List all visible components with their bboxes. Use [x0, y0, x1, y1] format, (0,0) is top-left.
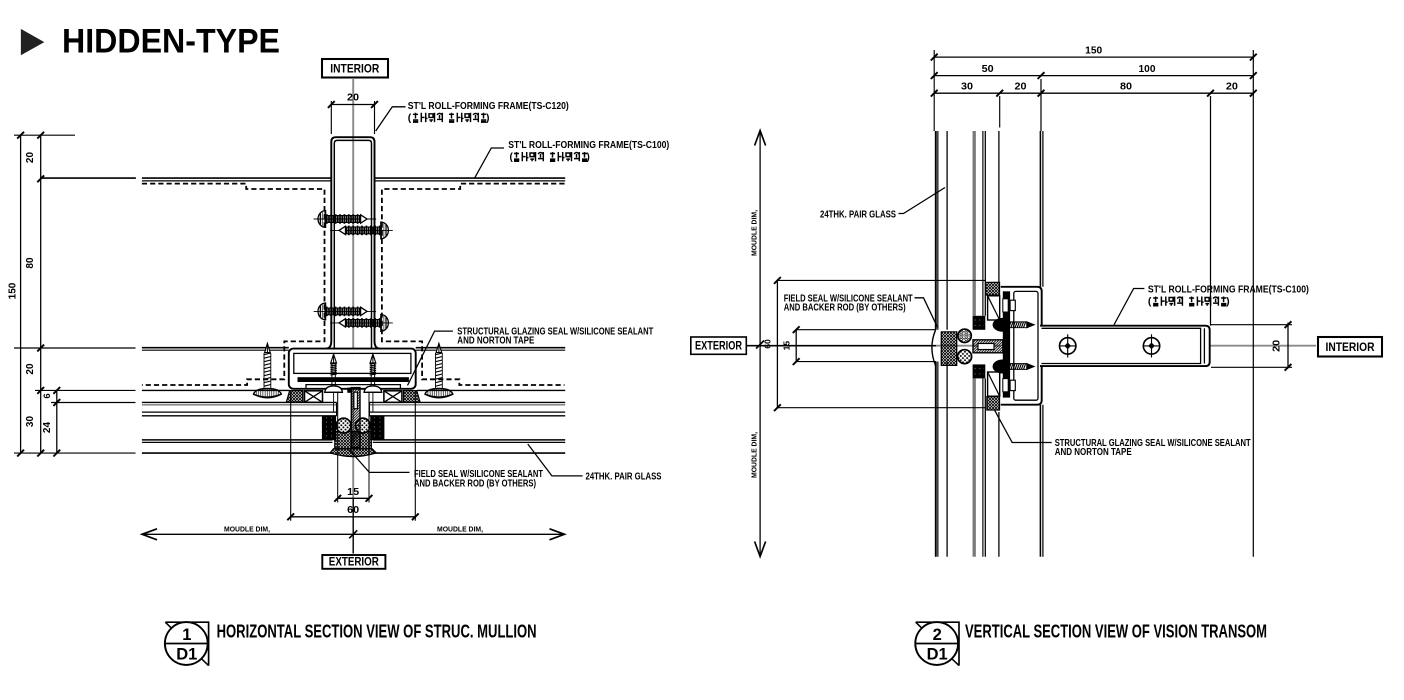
svg-text:): ) — [1226, 296, 1230, 308]
svg-text:ST'L ROLL-FORMING FRAME(TS-C10: ST'L ROLL-FORMING FRAME(TS-C100) — [508, 140, 669, 151]
svg-text:50: 50 — [982, 64, 994, 75]
svg-text:HORIZONTAL SECTION VIEW OF STR: HORIZONTAL SECTION VIEW OF STRUC. MULLIO… — [217, 622, 537, 642]
svg-text:30: 30 — [25, 416, 36, 428]
svg-text:60: 60 — [347, 505, 359, 516]
svg-text:24THK. PAIR GLASS: 24THK. PAIR GLASS — [586, 471, 662, 482]
svg-text:FIELD SEAL W/SILICONE SEALANT: FIELD SEAL W/SILICONE SEALANT — [784, 293, 913, 304]
svg-text:20: 20 — [1226, 81, 1238, 92]
svg-text:INTERIOR: INTERIOR — [330, 61, 379, 75]
svg-text:(: ( — [510, 152, 514, 163]
svg-text:80: 80 — [25, 257, 36, 269]
svg-text:ST'L ROLL-FORMING FRAME(TS-C10: ST'L ROLL-FORMING FRAME(TS-C100) — [1148, 285, 1309, 296]
svg-text:STRUCTURAL GLAZING SEAL W/SILI: STRUCTURAL GLAZING SEAL W/SILICONE SEALA… — [1055, 438, 1251, 449]
svg-text:D1: D1 — [176, 646, 197, 664]
svg-text:): ) — [486, 112, 490, 124]
svg-text:24THK. PAIR GLASS: 24THK. PAIR GLASS — [820, 210, 896, 221]
svg-text:20: 20 — [347, 93, 359, 104]
svg-text:MOUDLE DIM,: MOUDLE DIM, — [750, 210, 759, 256]
svg-text:100: 100 — [1139, 64, 1156, 75]
svg-text:20: 20 — [1272, 339, 1283, 351]
svg-text:STRUCTURAL GLAZING SEAL W/SILI: STRUCTURAL GLAZING SEAL W/SILICONE SEALA… — [457, 327, 653, 338]
svg-text:HIDDEN-TYPE: HIDDEN-TYPE — [62, 22, 280, 60]
svg-text:20: 20 — [25, 363, 36, 375]
svg-text:15: 15 — [347, 487, 359, 498]
svg-text:VERTICAL SECTION VIEW OF VISIO: VERTICAL SECTION VIEW OF VISION TRANSOM — [965, 622, 1267, 642]
svg-text:80: 80 — [1120, 81, 1132, 92]
svg-text:(: ( — [1148, 296, 1152, 308]
svg-text:MOUDLE DIM,: MOUDLE DIM, — [437, 525, 483, 534]
svg-text:EXTERIOR: EXTERIOR — [329, 556, 380, 568]
svg-text:): ) — [587, 152, 590, 163]
svg-text:FIELD SEAL W/SILICONE SEALANT: FIELD SEAL W/SILICONE SEALANT — [414, 469, 543, 480]
svg-text:AND NORTON TAPE: AND NORTON TAPE — [457, 335, 534, 346]
svg-text:60: 60 — [764, 339, 773, 349]
svg-text:20: 20 — [1015, 81, 1027, 92]
svg-text:15: 15 — [782, 340, 791, 350]
svg-text:INTERIOR: INTERIOR — [1326, 340, 1375, 354]
svg-text:MOUDLE DIM,: MOUDLE DIM, — [224, 525, 270, 534]
svg-text:ST'L ROLL-FORMING FRAME(TS-C12: ST'L ROLL-FORMING FRAME(TS-C120) — [408, 101, 569, 112]
svg-text:AND BACKER ROD (BY OTHERS): AND BACKER ROD (BY OTHERS) — [784, 303, 906, 314]
svg-text:AND NORTON TAPE: AND NORTON TAPE — [1055, 447, 1132, 458]
svg-text:24: 24 — [42, 422, 53, 434]
svg-text:1: 1 — [182, 626, 191, 644]
svg-text:2: 2 — [933, 626, 942, 644]
svg-text:AND BACKER ROD (BY OTHERS): AND BACKER ROD (BY OTHERS) — [414, 478, 536, 489]
svg-text:30: 30 — [961, 81, 973, 92]
svg-text:EXTERIOR: EXTERIOR — [695, 341, 743, 353]
svg-text:6: 6 — [42, 393, 53, 398]
svg-text:D1: D1 — [927, 646, 948, 664]
svg-text:150: 150 — [8, 282, 19, 299]
svg-text:20: 20 — [25, 152, 36, 164]
svg-text:(: ( — [408, 112, 412, 124]
svg-text:MOUDLE DIM,: MOUDLE DIM, — [750, 432, 759, 478]
svg-text:150: 150 — [1085, 45, 1102, 56]
